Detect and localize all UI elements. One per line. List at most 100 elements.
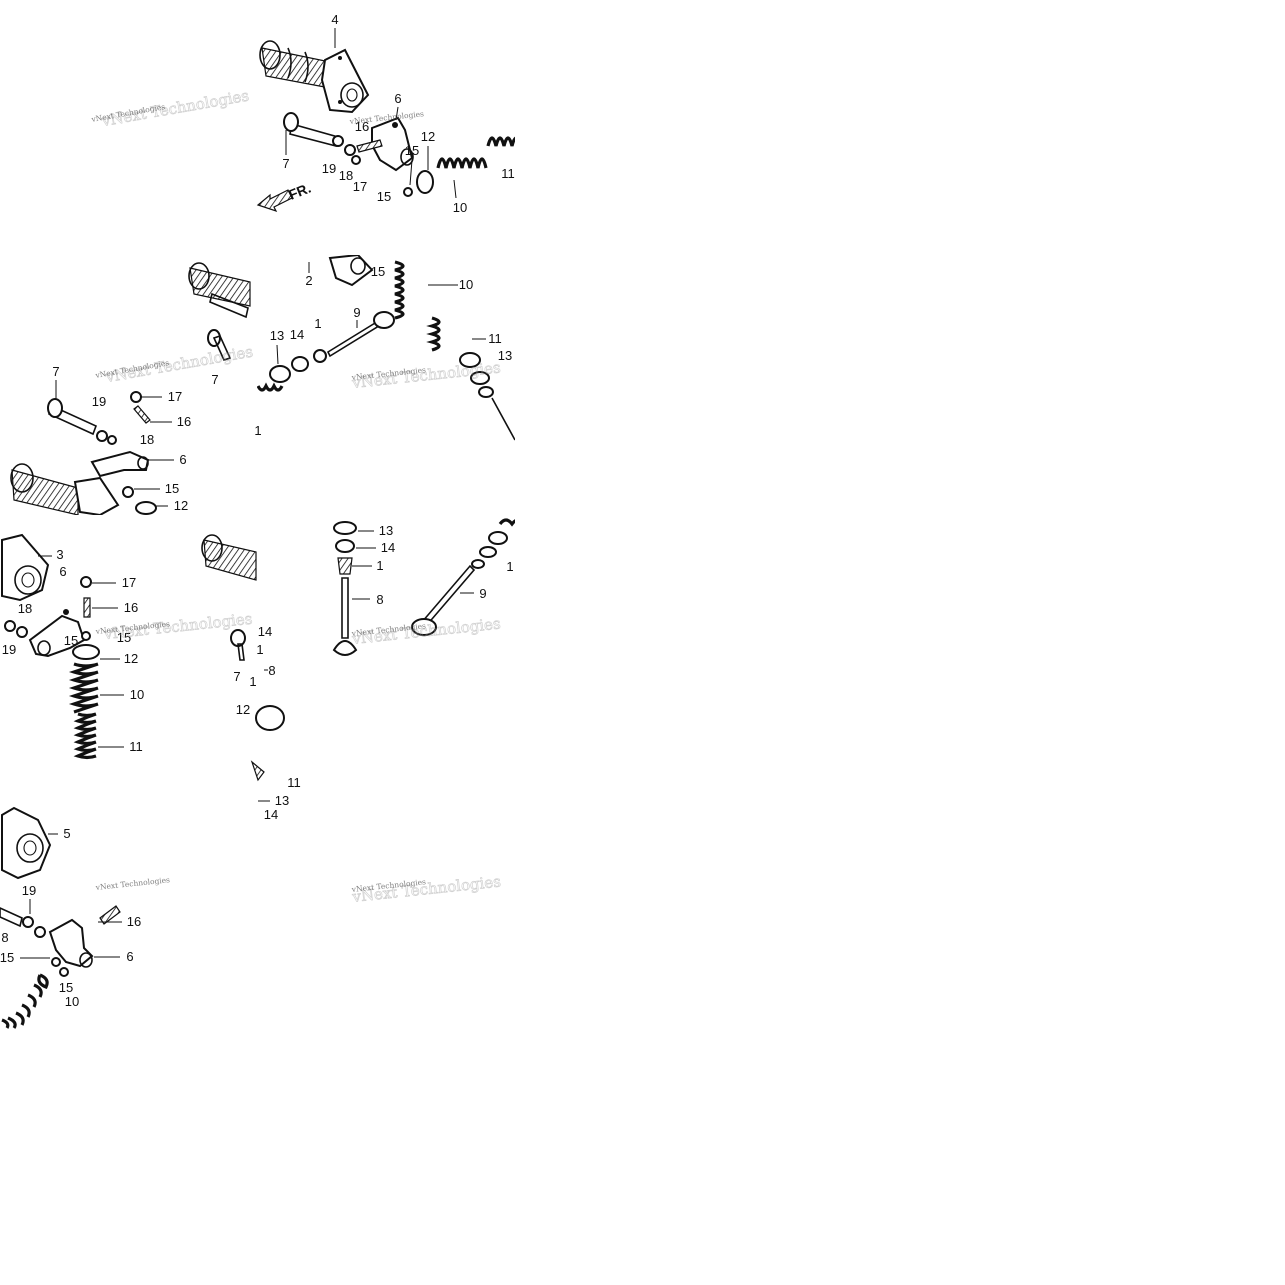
part-callout-number: 8 [376, 592, 383, 607]
part-callout-number: 15 [117, 630, 131, 645]
part-callout-number: 10 [453, 200, 467, 215]
valve-spring-part [498, 518, 515, 527]
valve-spring-part [486, 136, 515, 147]
seal-part [471, 559, 485, 569]
part-callout-number: 4 [331, 12, 338, 27]
valve-stem-part [491, 397, 515, 441]
part-callout-number: 15 [405, 143, 419, 158]
part-callout-number: 1 [506, 559, 513, 574]
cotter-part [59, 967, 69, 977]
cotter-part [403, 187, 413, 197]
panel-b-drawing [188, 255, 515, 441]
front-direction-label: FR. [286, 180, 313, 203]
panel-e-drawing [201, 534, 285, 782]
part-callout-number: 1 [249, 674, 256, 689]
watermark-text: vNext Technologies [94, 875, 170, 892]
part-callout-number: 19 [22, 883, 36, 898]
panel-c-drawing [10, 391, 157, 515]
adjust-screw-part [356, 139, 383, 153]
spring-part [250, 760, 265, 782]
part-callout-number: 14 [264, 807, 278, 822]
nut-part [351, 155, 361, 165]
part-callout-number: 9 [479, 586, 486, 601]
part-callout-number: 1 [376, 558, 383, 573]
part-callout-number: 10 [130, 687, 144, 702]
part-callout-number: 17 [122, 575, 136, 590]
seat-part [479, 546, 497, 558]
panel-g-drawing [0, 806, 121, 1029]
part-callout-number: 15 [371, 264, 385, 279]
retainer-part [333, 521, 357, 535]
rocker-shaft-part [0, 907, 23, 928]
part-callout-number: 1 [254, 423, 261, 438]
adjust-screw-part [83, 597, 91, 618]
camshaft-part [203, 539, 257, 581]
part-callout-number: 19 [92, 394, 106, 409]
cotter-part [51, 957, 61, 967]
retainer-part [459, 352, 481, 368]
valve-spring-part [73, 712, 97, 760]
part-callout-number: 14 [290, 327, 304, 342]
rocker-arm-part [90, 450, 150, 478]
part-callout-number: 13 [498, 348, 512, 363]
valve-spring-part [436, 157, 488, 169]
washer-part [332, 135, 344, 147]
part-callout-number: 15 [0, 950, 14, 965]
exhaust-valve-part [332, 577, 358, 656]
part-callout-number: 7 [211, 372, 218, 387]
part-callout-number: 6 [59, 564, 66, 579]
intake-valve-part [411, 564, 476, 636]
cotter-part [122, 486, 134, 498]
part-callout-number: 14 [258, 624, 272, 639]
panel-f-drawing [332, 518, 515, 656]
part-callout-number: 6 [394, 91, 401, 106]
part-callout-number: 16 [355, 119, 369, 134]
part-callout-number: 13 [379, 523, 393, 538]
part-callout-number: 19 [2, 642, 16, 657]
watermark-logo: vNext Technologies [103, 343, 254, 387]
part-callout-number: 1 [314, 316, 321, 331]
part-callout-number: 10 [459, 277, 473, 292]
part-callout-number: 12 [236, 702, 250, 717]
adjust-screw-part [133, 405, 151, 424]
seat-part [470, 371, 490, 385]
front-arrow-icon [256, 189, 293, 213]
part-callout-number: 16 [127, 914, 141, 929]
watermark-logo: vNext Technologies [99, 87, 250, 131]
cotter-part [291, 356, 309, 372]
retainer-part [269, 365, 291, 383]
panel-a-drawing: FR. [256, 40, 515, 213]
part-callout-number: 11 [287, 775, 301, 790]
camshaft-flange-part [259, 40, 370, 114]
part-callout-number: 2 [305, 273, 312, 288]
part-callout-number: 5 [63, 826, 70, 841]
part-callout-number: 16 [124, 600, 138, 615]
valve-spring-part [394, 260, 405, 320]
part-callout-number: 17 [353, 179, 367, 194]
part-callout-number: 11 [129, 739, 143, 754]
part-callout-number: 15 [64, 633, 78, 648]
cotter-part [81, 631, 91, 641]
valve-spring-part [68, 662, 99, 714]
part-callout-number: 3 [56, 547, 63, 562]
flange-part [1, 533, 50, 602]
part-callout-number: 7 [282, 156, 289, 171]
seal-part [337, 557, 353, 575]
retainer-part [135, 501, 157, 515]
panel-d-drawing [1, 533, 100, 760]
nut-part [34, 926, 46, 938]
valve-spring-part [257, 382, 284, 392]
nut-part [107, 435, 117, 445]
nut-part [80, 576, 92, 588]
part-callout-number: 17 [168, 389, 182, 404]
retainer-part [255, 705, 285, 731]
rocker-shaft-part [283, 112, 339, 147]
intake-valve-part [326, 311, 395, 358]
nut-part [130, 391, 142, 403]
part-callout-number: 19 [322, 161, 336, 176]
part-callout-number: 14 [381, 540, 395, 555]
part-callout-number: 12 [421, 129, 435, 144]
part-callout-number: 13 [270, 328, 284, 343]
